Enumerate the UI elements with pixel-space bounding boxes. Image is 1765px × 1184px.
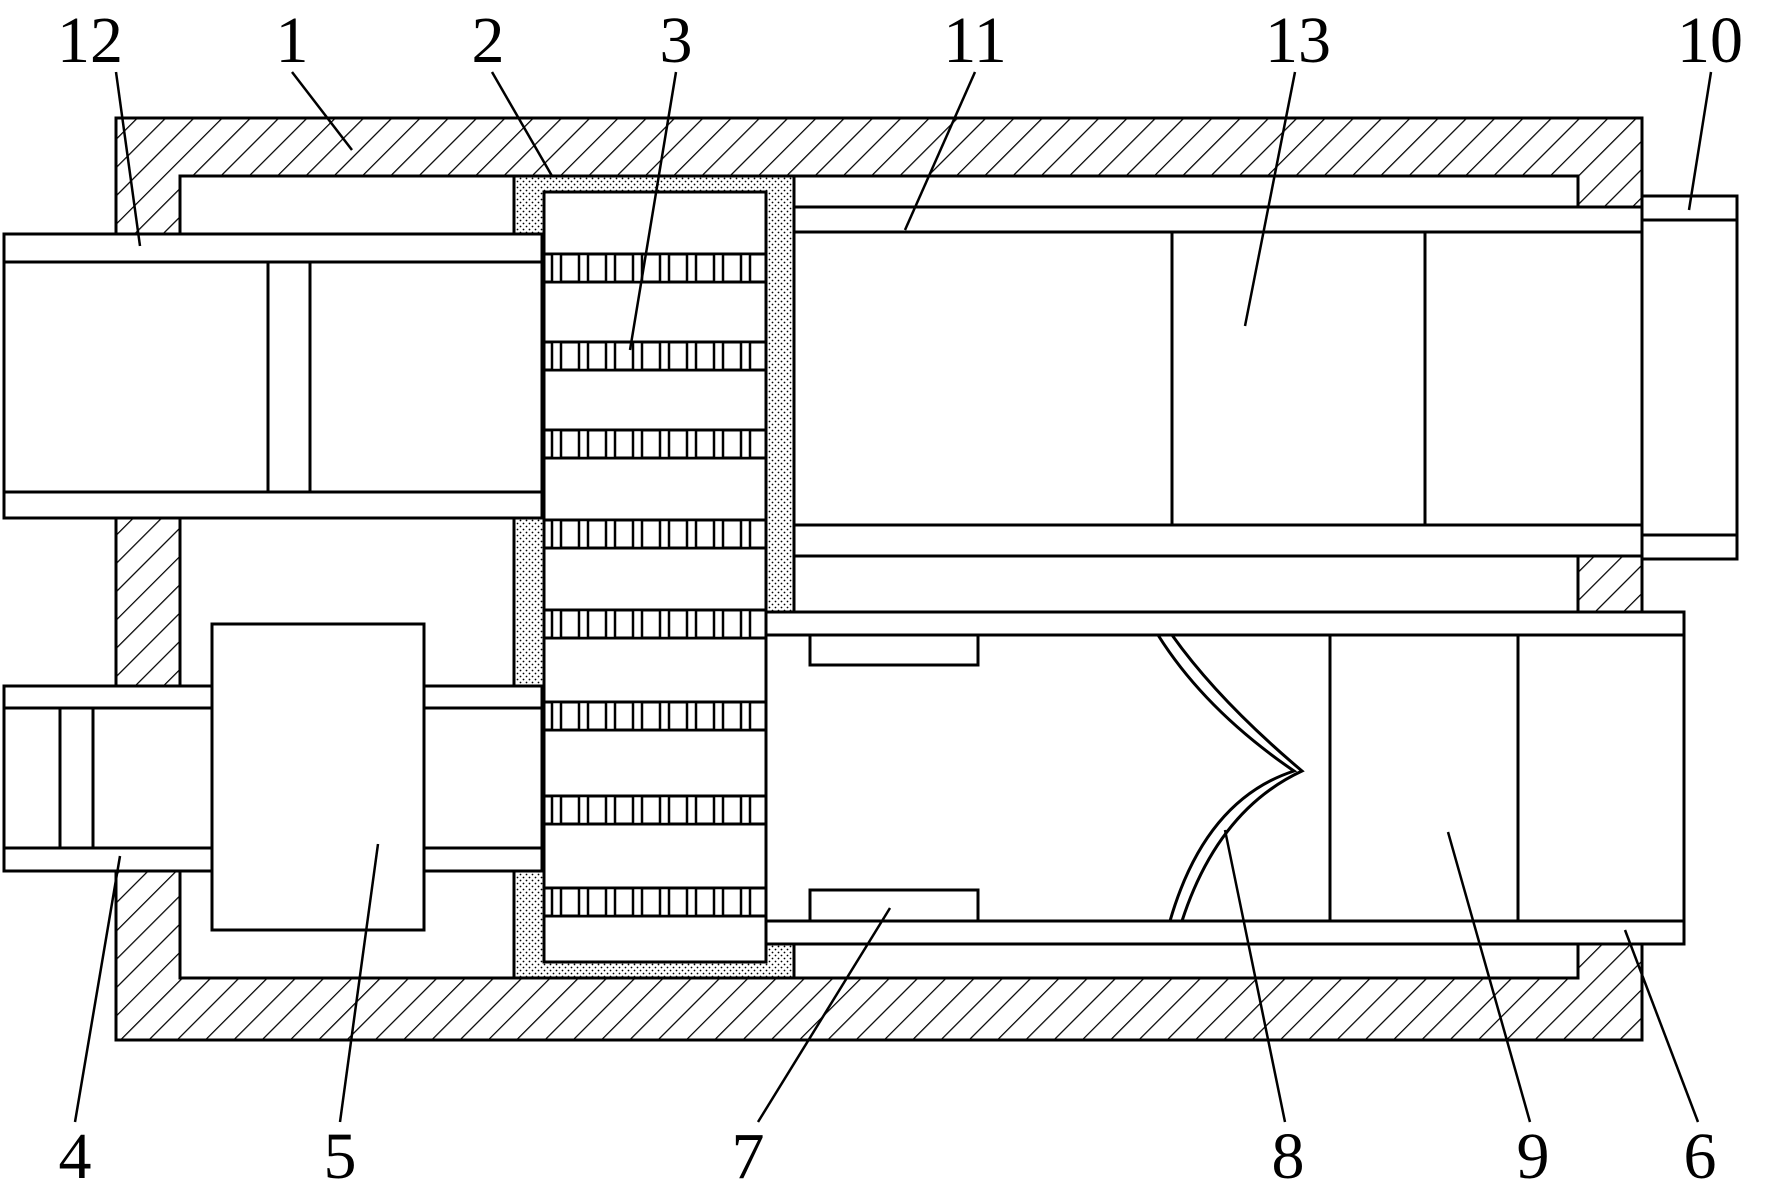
gear-tooth <box>685 608 698 640</box>
gear-tooth <box>550 608 563 640</box>
outlet-nozzle <box>1640 194 1739 561</box>
gear-tooth <box>577 608 590 640</box>
gear-tooth <box>712 252 725 284</box>
cutting-blades <box>1156 634 1305 922</box>
leader-lines <box>73 71 1713 1123</box>
gear-tooth <box>739 886 752 918</box>
gear-tooth <box>685 428 698 460</box>
gear-tooth <box>631 518 644 550</box>
gear-tooth <box>685 794 698 826</box>
gear-tooth <box>550 428 563 460</box>
callout-9: 9 <box>1517 1120 1550 1184</box>
gear-tooth <box>712 794 725 826</box>
gear-tooth <box>658 794 671 826</box>
gear-tooth <box>685 252 698 284</box>
gear-tooth <box>577 794 590 826</box>
callouts-top: 12 1 2 3 11 13 10 <box>57 4 1743 77</box>
gear-tooth <box>712 518 725 550</box>
gear-tooth <box>739 608 752 640</box>
gear-stack <box>542 190 768 964</box>
motor <box>210 622 426 932</box>
callout-13: 13 <box>1265 4 1331 77</box>
gear-tooth <box>631 252 644 284</box>
gear-tooth <box>550 794 563 826</box>
gear-tooth <box>685 700 698 732</box>
gear-tooth <box>550 518 563 550</box>
callout-2: 2 <box>472 4 505 77</box>
gear-tooth <box>550 340 563 372</box>
gear-tooth <box>631 700 644 732</box>
gear-tooth <box>604 340 617 372</box>
gear-tooth <box>577 252 590 284</box>
gear-tooth <box>577 886 590 918</box>
gear-tooth <box>712 608 725 640</box>
gear-tooth <box>631 608 644 640</box>
inlet-pipe <box>2 232 544 520</box>
gear-tooth <box>739 700 752 732</box>
callout-12: 12 <box>57 4 123 77</box>
callout-11: 11 <box>943 4 1007 77</box>
gear-tooth <box>712 700 725 732</box>
callout-5: 5 <box>324 1120 357 1184</box>
gear-tooth <box>577 428 590 460</box>
gear-tooth <box>577 340 590 372</box>
gear-tooth <box>739 428 752 460</box>
gear-tooth <box>712 428 725 460</box>
gear-tooth <box>739 252 752 284</box>
callout-6: 6 <box>1684 1120 1717 1184</box>
gear-tooth <box>604 700 617 732</box>
callout-3: 3 <box>660 4 693 77</box>
callouts-bottom: 4 5 7 8 9 6 <box>59 1120 1717 1184</box>
callout-8: 8 <box>1272 1120 1305 1184</box>
gear-tooth <box>577 518 590 550</box>
stop-block-top <box>808 633 980 667</box>
gear-tooth <box>631 886 644 918</box>
gear-tooth <box>712 886 725 918</box>
gear-tooth <box>604 794 617 826</box>
gear-tooth <box>658 700 671 732</box>
stop-block-bottom <box>808 888 980 923</box>
gear-tooth <box>658 252 671 284</box>
upper-tube <box>792 205 1646 558</box>
gear-tooth <box>685 518 698 550</box>
gear-tooth <box>604 608 617 640</box>
gear-tooth <box>604 886 617 918</box>
gear-tooth <box>712 340 725 372</box>
gear-tooth <box>658 886 671 918</box>
gear-tooth <box>685 340 698 372</box>
gear-tooth <box>577 700 590 732</box>
callout-1: 1 <box>276 4 309 77</box>
callout-7: 7 <box>732 1120 765 1184</box>
gear-tooth <box>685 886 698 918</box>
gear-tooth <box>550 700 563 732</box>
gear-tooth <box>604 252 617 284</box>
gear-tooth <box>631 794 644 826</box>
gear-tooth <box>604 428 617 460</box>
gear-tooth <box>658 518 671 550</box>
gear-tooth <box>658 428 671 460</box>
gear-tooth <box>739 518 752 550</box>
gear-tooth <box>658 608 671 640</box>
callout-10: 10 <box>1677 4 1743 77</box>
callout-4: 4 <box>59 1120 92 1184</box>
gear-tooth <box>739 340 752 372</box>
gear-tooth <box>550 886 563 918</box>
gear-tooth <box>739 794 752 826</box>
gear-tooth <box>631 340 644 372</box>
gear-tooth <box>604 518 617 550</box>
gear-tooth <box>631 428 644 460</box>
gear-tooth <box>550 252 563 284</box>
gear-tooth <box>658 340 671 372</box>
